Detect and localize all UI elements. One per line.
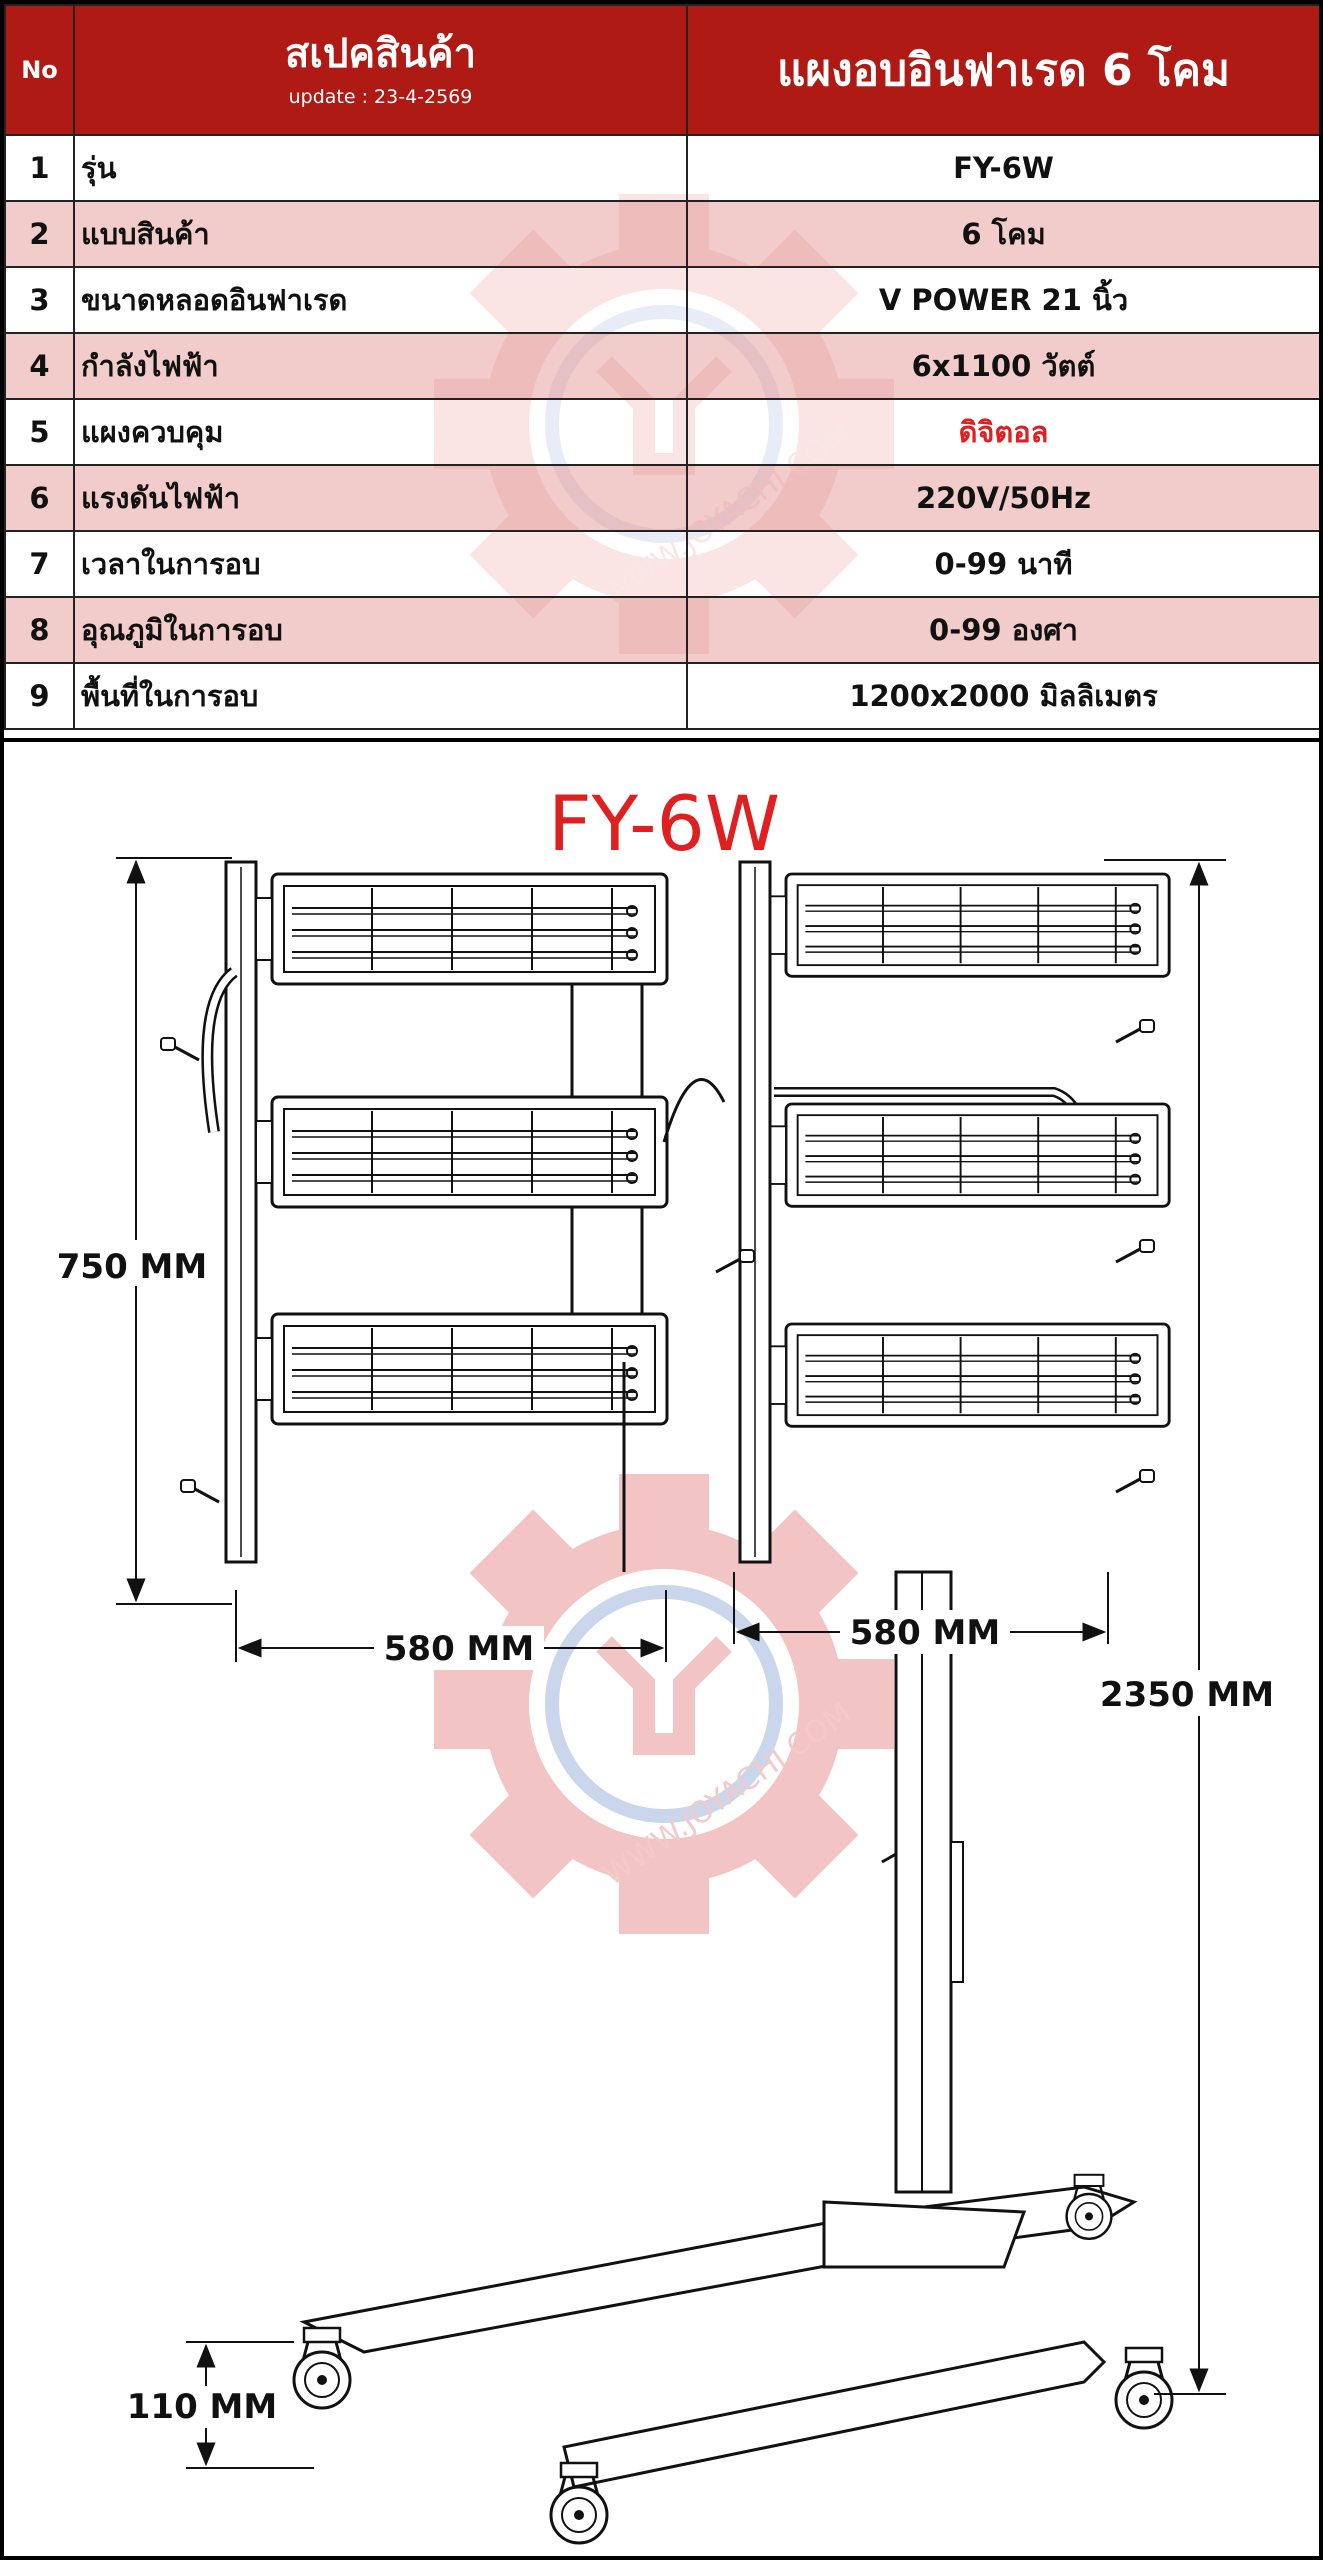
row-value-digital: ดิจิตอล [686, 398, 1319, 466]
dim-580-left-label: 580 MM [384, 1629, 534, 1669]
dimension-total-height: 2350 MM [1096, 859, 1278, 2395]
dim-110-label: 110 MM [127, 2387, 277, 2427]
table-row: 5 แผงควบคุม ดิจิตอล [4, 398, 1319, 466]
row-label: รุ่น [73, 134, 688, 202]
dim-2350-label: 2350 MM [1100, 1675, 1274, 1715]
table-row: 9 พื้นที่ในการอบ 1200x2000 มิลลิเมตร [4, 662, 1319, 730]
model-title: FY-6W [548, 779, 780, 868]
row-value: 220V/50Hz [686, 464, 1319, 532]
dimension-base-height: 110 MM [127, 2341, 314, 2469]
row-number: 8 [4, 596, 75, 664]
table-row: 7 เวลาในการอบ 0-99 นาที [4, 530, 1319, 598]
row-label: กำลังไฟฟ้า [73, 332, 688, 400]
header-update-date: update : 23-4-2569 [288, 86, 473, 108]
section-divider [4, 738, 1319, 742]
dimension-panel-height: 750 MM [52, 857, 232, 1605]
row-label: แรงดันไฟฟ้า [73, 464, 688, 532]
row-label: แผงควบคุม [73, 398, 688, 466]
dim-750-label: 750 MM [57, 1247, 207, 1287]
row-number: 4 [4, 332, 75, 400]
spec-table: No สเปคสินค้า update : 23-4-2569 แผงอบอิ… [4, 4, 1319, 730]
dimension-width-left: 580 MM [235, 1590, 667, 1670]
row-value: FY-6W [686, 134, 1319, 202]
row-value: V POWER 21 นิ้ว [686, 266, 1319, 334]
row-label: ขนาดหลอดอินฟาเรด [73, 266, 688, 334]
product-technical-drawing: FY-6W [52, 779, 1278, 2545]
table-row: 4 กำลังไฟฟ้า 6x1100 วัตต์ [4, 332, 1319, 400]
row-number: 6 [4, 464, 75, 532]
table-row: 2 แบบสินค้า 6 โคม [4, 200, 1319, 268]
row-value: 6 โคม [686, 200, 1319, 268]
row-value: 0-99 นาที [686, 530, 1319, 598]
row-label: อุณภูมิในการอบ [73, 596, 688, 664]
row-number: 5 [4, 398, 75, 466]
row-number: 9 [4, 662, 75, 730]
table-row: 8 อุณภูมิในการอบ 0-99 องศา [4, 596, 1319, 664]
mobile-base [292, 2173, 1174, 2545]
table-row: 6 แรงดันไฟฟ้า 220V/50Hz [4, 464, 1319, 532]
table-row: 3 ขนาดหลอดอินฟาเรด V POWER 21 นิ้ว [4, 266, 1319, 334]
table-row: 1 รุ่น FY-6W [4, 134, 1319, 202]
header-spec-cell: สเปคสินค้า update : 23-4-2569 [73, 4, 688, 136]
header-no: No [4, 4, 75, 136]
header-product-name: แผงอบอินฟาเรด 6 โคม [686, 4, 1319, 136]
left-lamp-unit [159, 860, 669, 1572]
row-value: 1200x2000 มิลลิเมตร [686, 662, 1319, 730]
row-number: 2 [4, 200, 75, 268]
row-label: พื้นที่ในการอบ [73, 662, 688, 730]
dim-580-right-label: 580 MM [850, 1613, 1000, 1653]
row-value: 0-99 องศา [686, 596, 1319, 664]
row-label: แบบสินค้า [73, 200, 688, 268]
row-number: 1 [4, 134, 75, 202]
header-spec-title: สเปคสินค้า [284, 31, 477, 77]
row-label: เวลาในการอบ [73, 530, 688, 598]
row-number: 7 [4, 530, 75, 598]
right-lamp-unit [662, 860, 1171, 1564]
mast-pole [894, 1570, 953, 2194]
spec-table-header: No สเปคสินค้า update : 23-4-2569 แผงอบอิ… [4, 4, 1319, 136]
row-value: 6x1100 วัตต์ [686, 332, 1319, 400]
row-number: 3 [4, 266, 75, 334]
